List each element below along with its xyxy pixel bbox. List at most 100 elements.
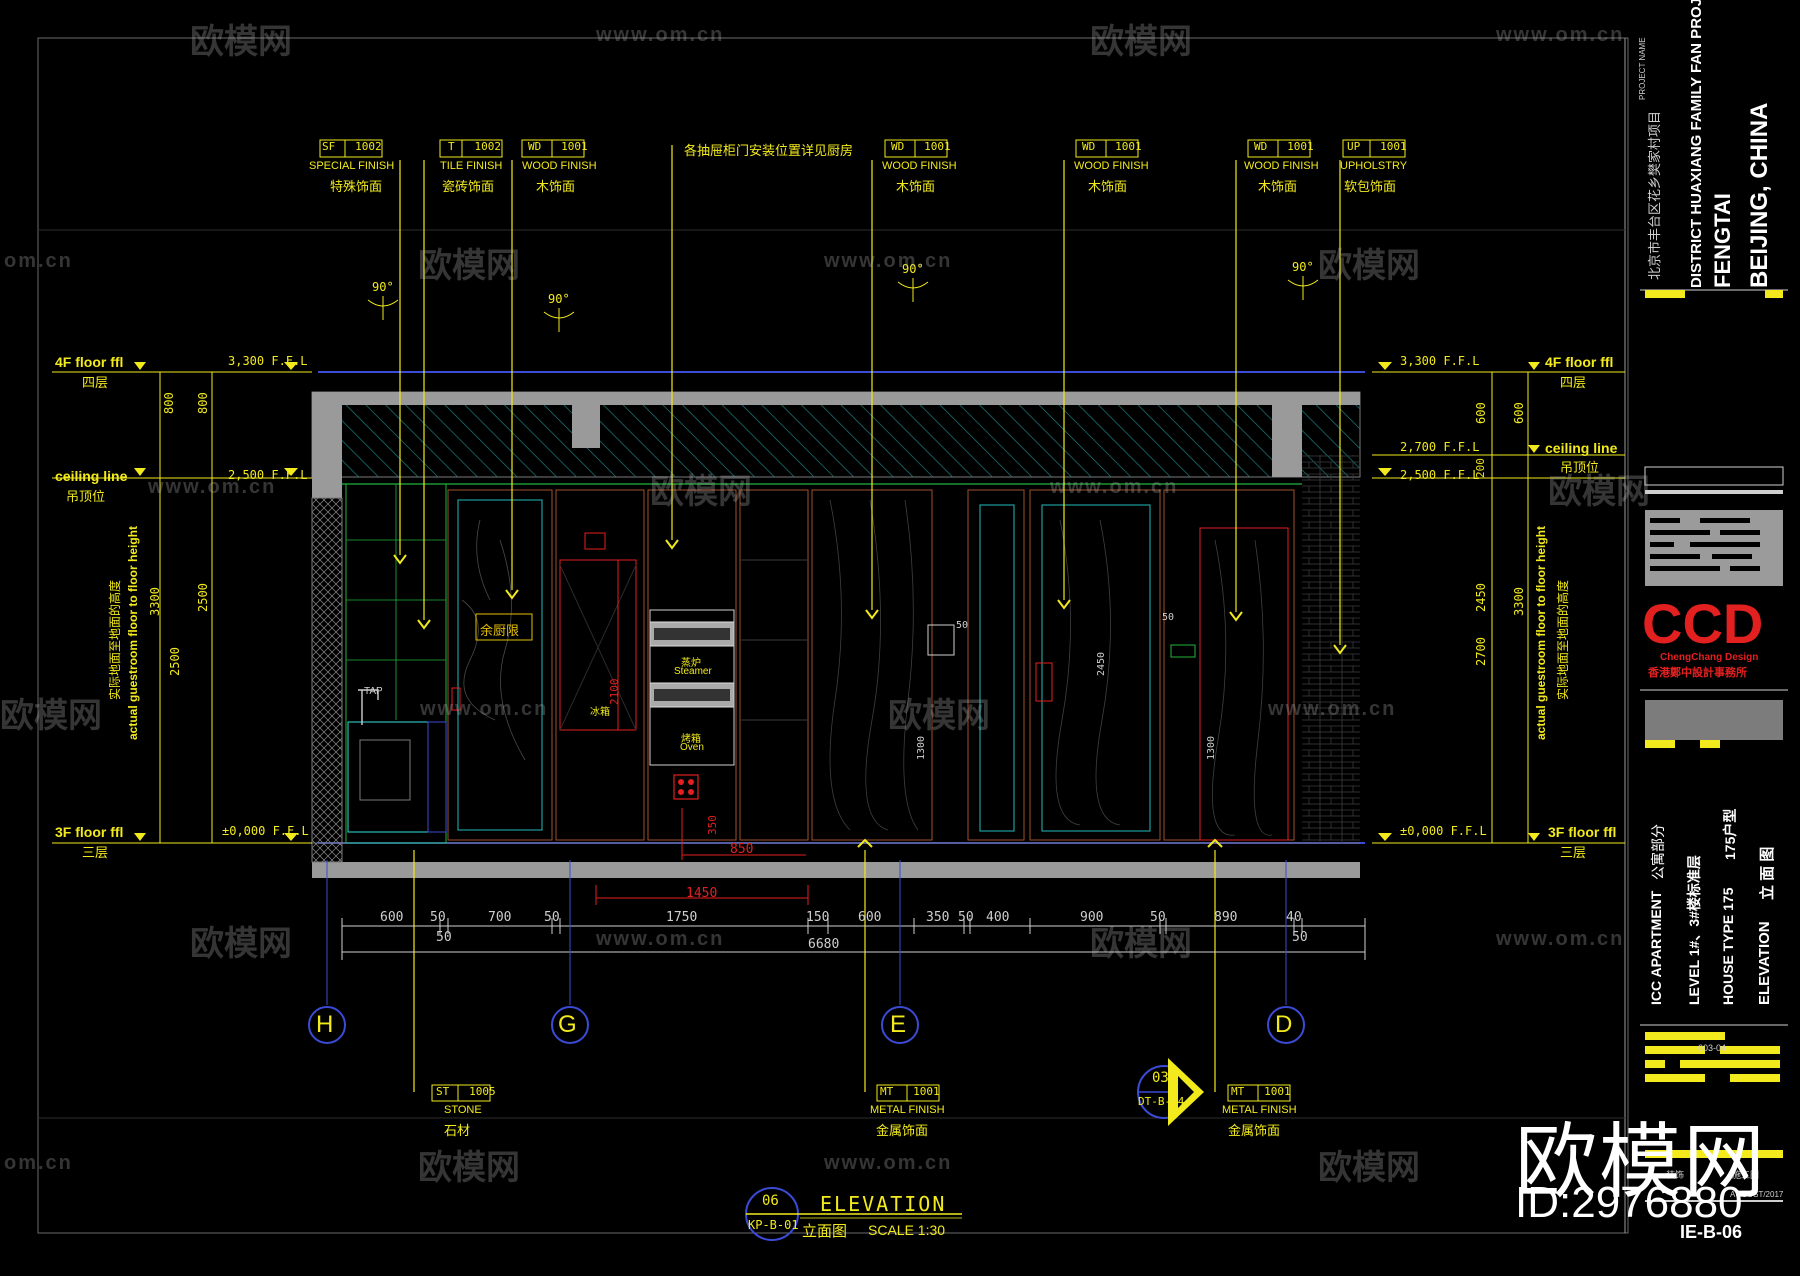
dim-label: 1300 — [916, 735, 927, 760]
house-type: HOUSE TYPE 175 — [1720, 887, 1736, 1006]
sheet-border — [37, 37, 1629, 1234]
dim-label: 2500 — [196, 583, 210, 612]
level-en: 3F floor ffl — [1548, 824, 1617, 840]
leader-lines — [399, 145, 1341, 1092]
grid-label-h: H — [316, 1011, 334, 1038]
wood-wall-panel-a — [811, 489, 955, 841]
tag-en: TILE FINISH — [440, 160, 503, 172]
steamer-cn: 蒸炉 — [681, 658, 701, 669]
angle-label: 90° — [1292, 260, 1314, 274]
level-cn: 四层 — [1560, 375, 1587, 390]
dim-label: 50 — [1292, 930, 1308, 945]
detail-callout-ref: DT-B-04 — [1138, 1095, 1185, 1108]
tag-cn: 瓷砖饰面 — [442, 179, 495, 194]
watermark-logo-large: 欧模网 — [1515, 1115, 1768, 1210]
beam-b — [1272, 392, 1302, 477]
tag-num: 1001 — [924, 140, 951, 153]
ccd-cn: 香港鄭中設計事務所 — [1648, 667, 1747, 679]
detail-callout-num: 03 — [1152, 1070, 1169, 1086]
dim-ticks — [341, 918, 1366, 960]
dim-label: 3300 — [1512, 587, 1526, 616]
dim-label: 800 — [162, 392, 176, 414]
grid-label-g: G — [558, 1011, 577, 1038]
apartment: ICC APARTMENT — [1648, 890, 1664, 1005]
level-cn: 三层 — [82, 845, 109, 860]
cabinet-label: 余厨限 — [480, 623, 520, 638]
tag-num: 1001 — [561, 140, 588, 153]
tag-num: 1001 — [1264, 1085, 1291, 1098]
dim-label: 2450 — [1096, 651, 1107, 676]
dim-label: 40 — [1286, 910, 1302, 925]
angle-label: 90° — [902, 262, 924, 276]
tag-code: WD — [1254, 140, 1268, 153]
top-note: 各抽屉柜门安装位置详见厨房 — [684, 143, 854, 158]
top-tag-boxes — [319, 139, 1406, 1102]
level-value: 2,500 F.F.L — [1400, 468, 1480, 482]
tag-num: 1001 — [913, 1085, 940, 1098]
slab-band — [312, 392, 1360, 405]
angle-label: 90° — [548, 292, 570, 306]
level-cn: 三层 — [1560, 845, 1587, 860]
dim-1450: 1450 — [686, 886, 718, 901]
tag-num: 1002 — [474, 140, 502, 153]
height-note-en: actual guestroom floor to floor height — [1534, 526, 1548, 740]
tag-cn: 特殊饰面 — [330, 179, 383, 194]
elevation-title-symbol — [745, 1187, 962, 1241]
tag-num: 1005 — [469, 1085, 496, 1098]
tag-num: 1001 — [1380, 140, 1407, 153]
level-en: 3F floor ffl — [55, 824, 124, 840]
dim-label: 600 — [858, 910, 882, 925]
level-value: ±0,000 F.F.L — [222, 824, 309, 838]
dim-label: 2500 — [168, 647, 182, 676]
house-type-cn: 175户型 — [1722, 808, 1738, 860]
level-value: ±0,000 F.F.L — [1400, 824, 1487, 838]
level-markers — [52, 371, 1625, 844]
elevation-label-cn: 立 面 图 — [1759, 846, 1776, 900]
fridge-label: 冰箱 — [590, 707, 610, 718]
dim-label: 50 — [958, 910, 974, 925]
left-wall-top — [312, 392, 342, 498]
tag-num: 1002 — [355, 140, 382, 153]
dim-label: 50 — [436, 930, 452, 945]
tag-en: METAL FINISH — [870, 1104, 945, 1116]
dim-label: 700 — [488, 910, 512, 925]
tag-code: ST — [436, 1085, 450, 1098]
grid-label-e: E — [890, 1011, 907, 1038]
project-beijing: BEIJING, CHINA — [1746, 102, 1773, 288]
elevation-number: 06 — [762, 1193, 779, 1209]
level-cn: 吊顶位 — [66, 489, 106, 504]
tag-code: WD — [1082, 140, 1096, 153]
tag-code: WD — [528, 140, 542, 153]
tall-cabinet — [739, 489, 809, 841]
level-en: 4F floor ffl — [55, 354, 124, 370]
tap-label: TAP — [364, 686, 383, 697]
tag-num: 1001 — [1287, 140, 1314, 153]
dim-label: 600 — [380, 910, 404, 925]
floor-slab — [312, 862, 1360, 878]
oven-label: Oven — [680, 742, 704, 753]
elevation-label: ELEVATION — [1756, 921, 1773, 1005]
dim-label: 400 — [986, 910, 1010, 925]
right-brick-wall — [1302, 455, 1360, 843]
angle-label: 90° — [372, 280, 394, 294]
elevation-heading: ELEVATION — [820, 1192, 947, 1216]
tag-en: STONE — [444, 1104, 482, 1116]
tag-cn: 木饰面 — [536, 179, 576, 194]
level-en: ceiling line — [1545, 440, 1618, 456]
dim-label: 50 — [430, 910, 446, 925]
project-en: DISTRICT HUAXIANG FAMILY FAN PROJECT — [1688, 0, 1705, 288]
level-cn: 吊顶位 — [1560, 460, 1600, 475]
dim-350: 350 — [706, 815, 719, 835]
project-fengtai: FENGTAI — [1710, 193, 1735, 288]
tag-cn: 金属饰面 — [1228, 1123, 1281, 1138]
tag-cn: 金属饰面 — [876, 1123, 929, 1138]
dim-label: 200 — [1474, 458, 1487, 478]
left-wall-section — [311, 497, 343, 863]
tag-cn: 木饰面 — [1258, 179, 1298, 194]
dim-label: 890 — [1214, 910, 1238, 925]
dim-total: 6680 — [808, 937, 840, 952]
leader-arrows — [393, 539, 1347, 848]
dim-label: 3300 — [148, 587, 162, 616]
